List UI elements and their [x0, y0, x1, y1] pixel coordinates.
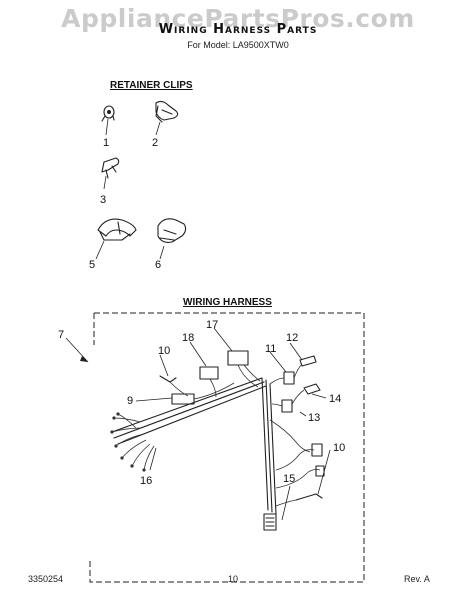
retainer-clip-3[interactable]: [101, 157, 120, 179]
callout-2: 2: [152, 137, 158, 149]
callout-3: 3: [100, 194, 106, 206]
retainer-clip-6[interactable]: [157, 218, 187, 243]
callout-17: 17: [206, 319, 218, 331]
callout-14: 14: [329, 393, 341, 405]
callout-9: 9: [127, 395, 133, 407]
callout-7: 7: [58, 329, 64, 341]
callout-12: 12: [286, 332, 298, 344]
wiring-harness-assembly[interactable]: [110, 350, 325, 531]
callout-6: 6: [155, 259, 161, 271]
section-heading-retainer-clips: Retainer Clips: [110, 80, 193, 91]
harness-frame: [89, 312, 365, 583]
document-number: 3350254: [28, 574, 64, 584]
callout-5: 5: [89, 259, 95, 271]
callout-16: 16: [140, 475, 152, 487]
callout-15: 15: [283, 473, 295, 485]
model-subtitle: For Model: LA9500XTW0: [187, 40, 289, 50]
callout-18: 18: [182, 332, 194, 344]
retainer-clip-1[interactable]: [101, 105, 115, 122]
callout-10-bottom: 10: [333, 442, 345, 454]
callout-1: 1: [103, 137, 109, 149]
callout-13: 13: [308, 412, 320, 424]
watermark: AppliancePartsPros.com: [61, 4, 415, 33]
section-heading-wiring-harness: Wiring Harness: [183, 297, 272, 308]
page-title: Wiring Harness Parts: [158, 22, 318, 37]
callout-10-top: 10: [158, 345, 170, 357]
retainer-clip-5[interactable]: [97, 218, 137, 241]
page-number: 10: [228, 574, 239, 584]
revision-label: Rev. A: [404, 574, 430, 584]
callout-11: 11: [265, 343, 276, 355]
retainer-clip-2[interactable]: [155, 100, 179, 123]
